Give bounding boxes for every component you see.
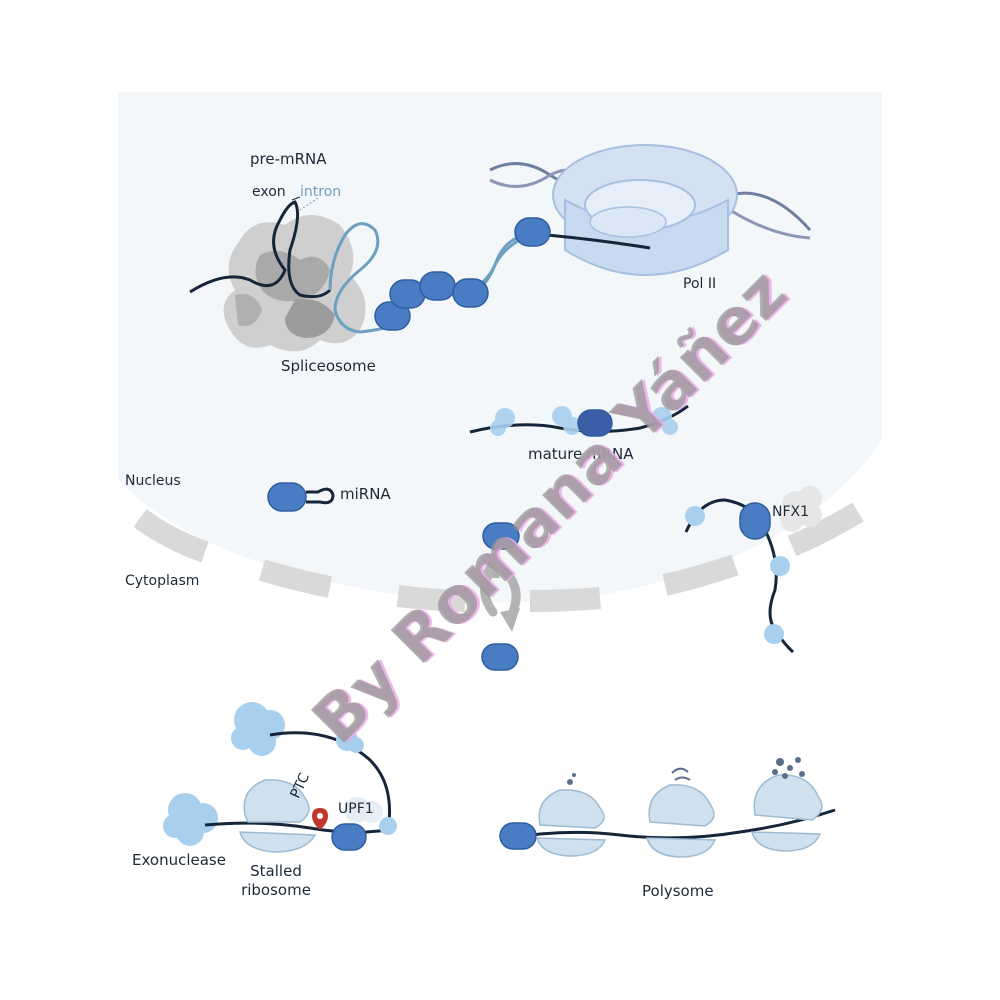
cytoplasm-label: Cytoplasm — [125, 573, 200, 589]
pol2-complex — [489, 144, 812, 276]
polysome-ribosomes — [535, 774, 823, 858]
stalled-ribosome — [239, 779, 317, 853]
polysome-label: Polysome — [642, 882, 714, 900]
spliceosome-label: Spliceosome — [281, 357, 376, 375]
mirna-blob — [452, 278, 489, 308]
nfx1-protein — [781, 486, 822, 532]
mirna-blob — [514, 217, 551, 247]
arrow-up-head — [480, 558, 500, 578]
exonuclease-label: Exonuclease — [132, 851, 226, 869]
exonuclease — [163, 793, 218, 846]
spliceosome — [223, 215, 366, 352]
export-mirna-cytoplasm — [481, 643, 519, 671]
mirna-cluster-premrna — [374, 217, 551, 331]
stalled-ribosome-label: Stalled ribosome — [241, 862, 311, 899]
nascent-rna — [546, 233, 651, 250]
arrow-down-head — [500, 608, 520, 632]
mirna-legend-label: miRNA — [340, 485, 391, 503]
nfx1-label: NFX1 — [772, 504, 810, 520]
nuclear-membrane — [133, 502, 864, 612]
mirna-blob — [419, 271, 456, 301]
exonuclease-top — [231, 702, 285, 756]
rbp-on-loop — [336, 729, 364, 753]
upf1-label: UPF1 — [338, 801, 374, 817]
nfx1-mirna — [739, 502, 771, 540]
pre-mrna-label: pre-mRNA — [250, 150, 327, 168]
mirna-legend-loop — [306, 487, 335, 505]
export-mirna-nucleus — [482, 522, 520, 550]
intron-label: intron — [300, 184, 342, 200]
polysome-mirna — [499, 822, 537, 850]
mature-mrna-rbps — [490, 406, 678, 436]
polysome-mrna — [499, 808, 836, 842]
exon-label: exon — [252, 184, 286, 200]
upf1-mirna — [331, 823, 367, 851]
exon-pointer — [291, 196, 301, 201]
ptc-marker — [312, 808, 328, 830]
mirna-legend-blob — [267, 482, 307, 512]
mature-mrna-label: mature mRNA — [528, 445, 634, 463]
nascent-peptides — [567, 757, 805, 785]
nmd-mrna-loop — [269, 731, 392, 831]
exon-strand — [189, 200, 332, 299]
nucleus-label: Nucleus — [125, 473, 181, 489]
pol2-label: Pol II — [683, 276, 717, 292]
mature-mrna-mirna — [577, 409, 613, 437]
nfx1-rbps — [685, 506, 790, 644]
rbp-on-nmd — [379, 817, 397, 835]
intron-strand — [328, 222, 396, 334]
upf1-protein — [344, 797, 383, 823]
